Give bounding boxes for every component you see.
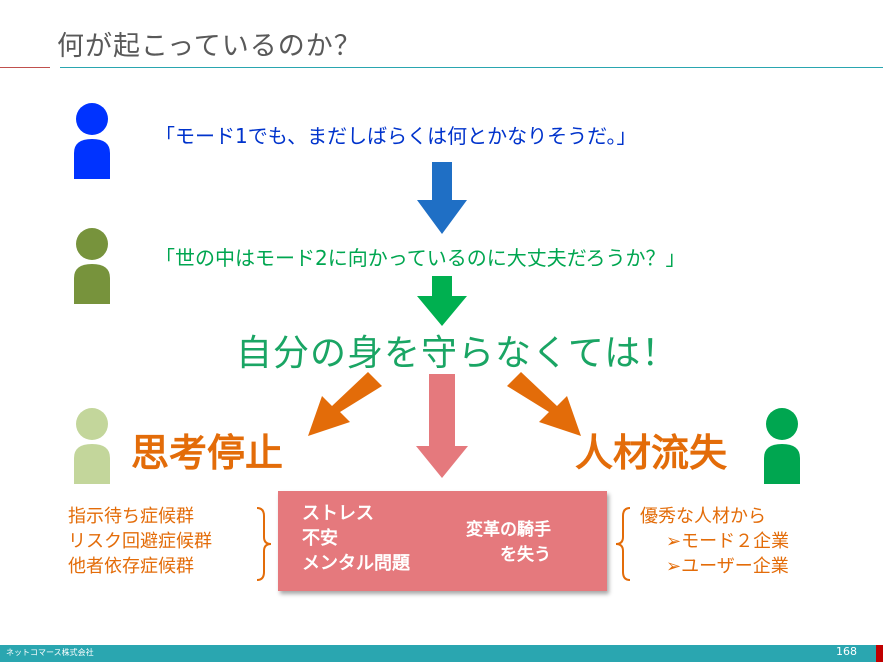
person-icon-light-green [74,408,110,484]
outcome-left: 思考停止 [131,431,284,475]
company-name: ネットコマース株式会社 [6,648,94,657]
list-item: ストレス [302,503,374,524]
symptom-list: 指示待ち症候群 リスク回避症候群 他者依存症候群 [68,504,212,579]
box-line: 変革の騎手 [466,520,551,540]
brace-icon [256,507,272,581]
arrow-diagonal-icon [507,372,581,436]
person-icon-blue [74,103,110,179]
arrow-down-icon [417,276,467,326]
box-right-text: 変革の騎手 を失う [466,518,551,568]
list-item: ➢ユーザー企業 [666,556,789,577]
brace-icon [615,507,631,581]
list-item: 他者依存症候群 [68,556,194,577]
list-item: 不安 [302,528,338,549]
box-left-items: ストレス 不安 メンタル問題 [302,501,410,576]
arrow-down-icon [416,374,468,478]
arrow-diagonal-icon [308,372,382,436]
talent-list: 優秀な人材から ➢モード２企業 ➢ユーザー企業 [640,504,789,579]
footer-bar [0,645,883,662]
quote-mode2: 「世の中はモード2に向かっているのに大丈夫だろうか？」 [155,246,686,270]
list-item: ➢モード２企業 [666,531,790,552]
outcome-right: 人材流失 [575,431,728,475]
title-underline [60,67,883,68]
list-heading: 優秀な人材から [640,506,766,527]
person-icon-green [764,408,800,484]
person-icon-olive [74,228,110,304]
list-item: リスク回避症候群 [68,531,212,552]
arrow-down-icon [417,162,467,234]
list-item: メンタル問題 [302,553,410,574]
center-box [278,491,607,591]
list-item: 指示待ち症候群 [68,506,194,527]
headline: 自分の身を守らなくては！ [236,333,679,374]
page-title: 何が起こっているのか？ [57,31,362,62]
footer-accent [876,645,883,662]
box-line: を失う [500,545,551,565]
page-number: 168 [836,645,857,658]
title-underline-accent [0,67,50,68]
quote-mode1: 「モード1でも、まだしばらくは何とかなりそうだ。」 [155,124,637,148]
